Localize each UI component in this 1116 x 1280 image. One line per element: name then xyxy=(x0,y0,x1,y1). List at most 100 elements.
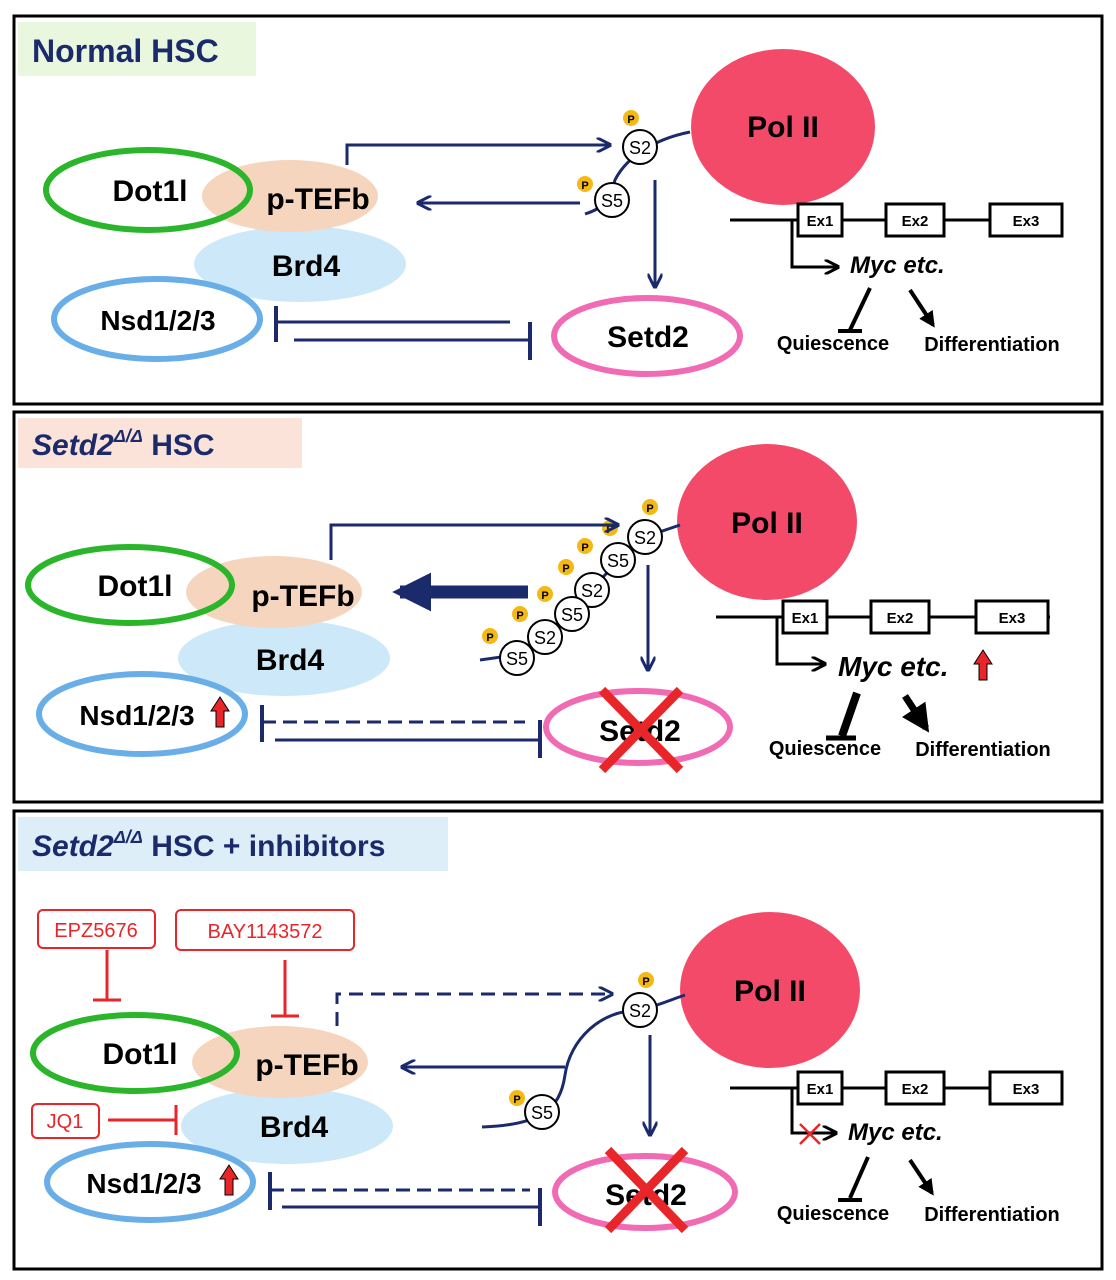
pol2-label: Pol II xyxy=(734,975,806,1008)
phospho-label: P xyxy=(513,1094,520,1106)
phospho-label: P xyxy=(646,503,653,515)
panel-header-bg xyxy=(18,22,256,76)
panel-header-bg xyxy=(18,817,448,871)
panel-header-bg xyxy=(18,418,302,468)
pol2-label: Pol II xyxy=(747,111,819,144)
residue-label: S5 xyxy=(506,649,528,669)
up-arrow-icon xyxy=(219,1164,239,1196)
s5-residue xyxy=(499,640,535,676)
dot1l-ring xyxy=(25,544,235,626)
panel-title: Setd2Δ/Δ HSC + inhibitors xyxy=(32,827,385,863)
exon-label: Ex1 xyxy=(792,610,819,627)
transcription-arrow xyxy=(790,1088,836,1133)
panel-title: Setd2Δ/Δ HSC xyxy=(32,426,215,462)
exon-box xyxy=(988,1070,1064,1106)
exon-box xyxy=(869,599,931,635)
nsd-ring xyxy=(36,671,248,757)
exon-box xyxy=(988,202,1064,238)
pol2-blob xyxy=(680,912,860,1068)
nsd-ring xyxy=(51,276,263,362)
brd4-label: Brd4 xyxy=(260,1111,329,1144)
phospho-label: P xyxy=(642,976,649,988)
brd4-blob xyxy=(178,620,390,696)
myc-inhibits-quiescence xyxy=(848,1156,870,1199)
panel-border xyxy=(12,809,1104,1271)
brd4-label: Brd4 xyxy=(256,644,325,677)
exon-box xyxy=(796,1070,844,1106)
exon-box xyxy=(974,599,1050,635)
pol2-blob xyxy=(677,444,857,600)
brd4-blob xyxy=(194,226,406,302)
phospho-icon xyxy=(638,972,654,988)
pol2-blob xyxy=(691,49,875,205)
residue-label: S5 xyxy=(607,551,629,571)
s2-residue xyxy=(622,129,658,165)
panel-title: Normal HSC xyxy=(32,33,219,69)
inhibitor-jq1: JQ1 xyxy=(47,1111,84,1133)
s2-label: S2 xyxy=(629,1001,651,1021)
setd2-ring xyxy=(551,295,743,377)
blocked-transcription-cross-icon xyxy=(799,1123,821,1145)
s2-residue xyxy=(574,572,610,608)
phospho-icon xyxy=(623,110,639,126)
differentiation-label: Differentiation xyxy=(924,334,1060,356)
setd2-ring xyxy=(552,1153,738,1231)
s5-residue xyxy=(594,182,630,218)
nsd-label: Nsd1/2/3 xyxy=(79,700,194,731)
setd2-label: Setd2 xyxy=(607,321,689,354)
s5-residue xyxy=(554,596,590,632)
s5-residue xyxy=(524,1094,560,1130)
panel-setd2-null-hsc-inhibitors: Setd2Δ/Δ HSC + inhibitors EPZ5676 BAY114… xyxy=(12,809,1104,1271)
myc-label: Myc etc. xyxy=(848,1119,943,1146)
pol2-label: Pol II xyxy=(731,507,803,540)
ptefb-label: p-TEFb xyxy=(266,183,369,216)
exon-label: Ex2 xyxy=(902,1081,929,1098)
ptefb-to-s2-arrow xyxy=(329,525,618,560)
nsd-ring xyxy=(44,1141,256,1223)
residue-label: S2 xyxy=(534,628,556,648)
phospho-label: P xyxy=(581,542,588,554)
phospho-icon xyxy=(577,538,593,554)
myc-to-differentiation-arrow xyxy=(908,288,935,328)
s5-residue xyxy=(600,542,636,578)
phospho-icon xyxy=(577,176,593,192)
myc-to-differentiation-arrow xyxy=(908,1158,934,1196)
ptefb-label: p-TEFb xyxy=(251,580,354,613)
panel-border xyxy=(12,410,1104,804)
up-arrow-icon xyxy=(973,649,993,681)
s2-label: S2 xyxy=(629,138,651,158)
setd2-ring xyxy=(543,688,733,766)
deletion-cross-icon xyxy=(598,686,684,774)
exon-label: Ex1 xyxy=(807,213,834,230)
inhibitor-box xyxy=(31,1103,100,1139)
title-gene: Setd2 xyxy=(32,830,114,863)
myc-to-differentiation-arrow xyxy=(902,694,930,733)
nsd-label: Nsd1/2/3 xyxy=(86,1168,201,1199)
quiescence-label: Quiescence xyxy=(769,738,881,760)
phospho-icon xyxy=(558,559,574,575)
dot1l-label: Dot1l xyxy=(113,175,188,208)
residue-label: S2 xyxy=(581,581,603,601)
title-superscript: Δ/Δ xyxy=(113,827,143,847)
exon-box xyxy=(796,202,844,238)
reduced-ptefb-to-s2-arrow xyxy=(335,994,612,1026)
brd4-label: Brd4 xyxy=(272,250,341,283)
phospho-label: P xyxy=(486,632,493,644)
panel-setd2-null-hsc: Setd2Δ/Δ HSC Pol II S2 S5 S2 S5 S2 S5 P … xyxy=(12,410,1104,804)
phospho-icon xyxy=(509,1090,525,1106)
inhibitor-bay1143572: BAY1143572 xyxy=(208,921,323,943)
phospho-label: P xyxy=(541,590,548,602)
phospho-icon xyxy=(537,586,553,602)
title-suffix: HSC + inhibitors xyxy=(143,830,386,863)
exon-label: Ex3 xyxy=(1013,213,1040,230)
transcription-arrow xyxy=(775,617,825,664)
differentiation-label: Differentiation xyxy=(924,1204,1060,1226)
nsd-label: Nsd1/2/3 xyxy=(100,305,215,336)
residue-label: S2 xyxy=(634,528,656,548)
residue-label: S5 xyxy=(561,605,583,625)
phospho-icon xyxy=(512,606,528,622)
title-superscript: Δ/Δ xyxy=(113,426,143,446)
phospho-label: P xyxy=(562,563,569,575)
dot1l-ring xyxy=(43,147,253,233)
